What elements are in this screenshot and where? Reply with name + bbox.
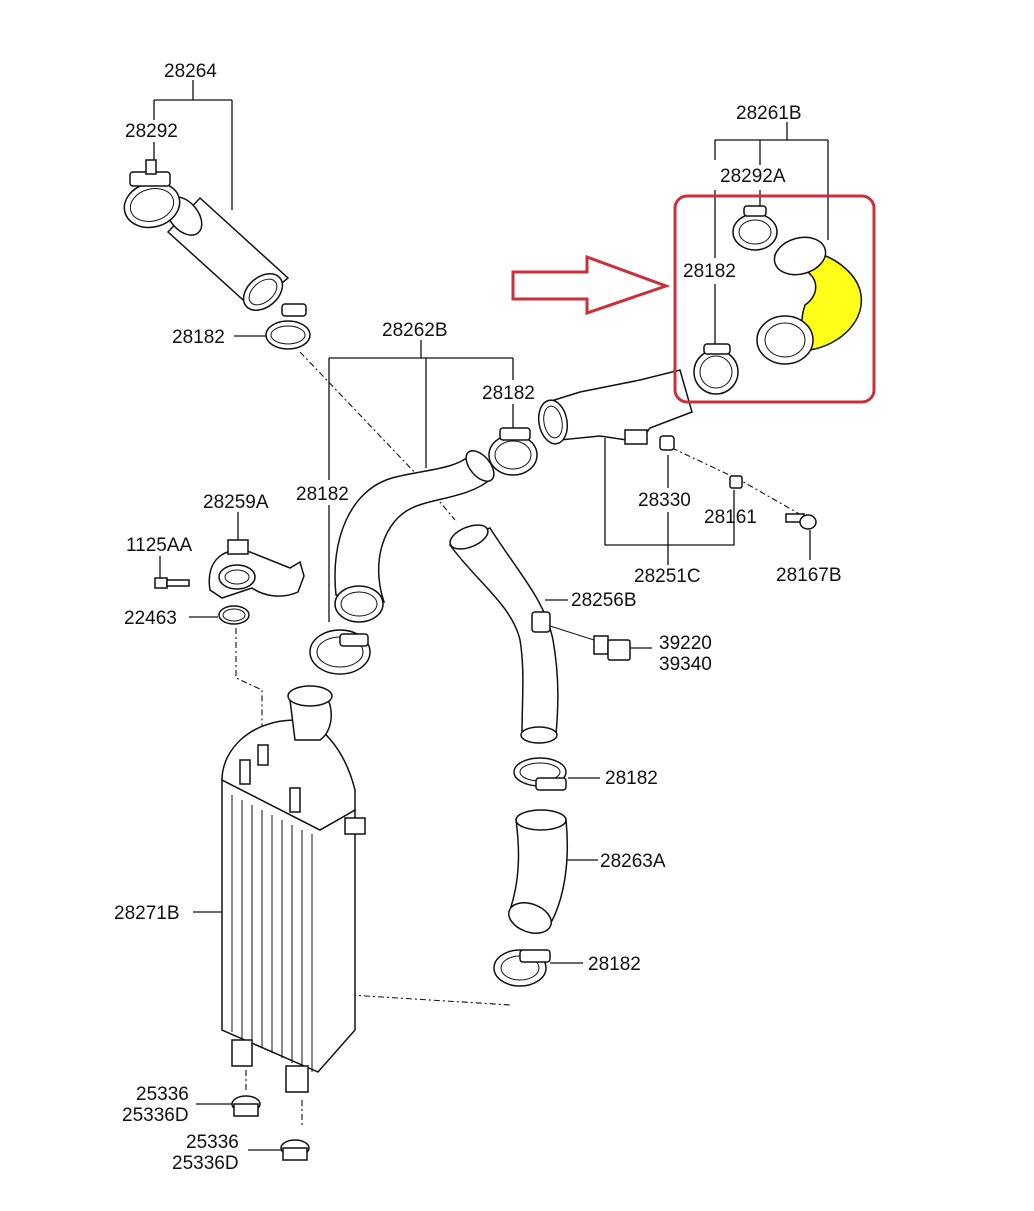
label-28262B: 28262B	[382, 320, 448, 341]
clamp-28182-mid-left	[309, 629, 371, 675]
label-28263A: 28263A	[600, 851, 666, 872]
label-25336-b: 25336	[186, 1132, 239, 1153]
pipe-28251C	[537, 369, 693, 445]
gasket-22463	[218, 605, 250, 625]
label-28182-f: 28182	[683, 261, 736, 282]
label-22463: 22463	[124, 608, 177, 629]
label-25336-a: 25336	[136, 1084, 189, 1105]
label-25336D-b: 25336D	[172, 1153, 239, 1174]
mount-25336-lower	[280, 1139, 310, 1161]
label-39220: 39220	[659, 633, 712, 654]
label-25336D-a: 25336D	[122, 1105, 189, 1126]
label-28161: 28161	[704, 507, 757, 528]
clamp-28182-bottom	[493, 949, 551, 987]
clamp-28292A	[732, 205, 778, 251]
nut-28330	[659, 435, 675, 451]
clamp-28182-mid	[488, 427, 538, 476]
label-28167B: 28167B	[776, 565, 842, 586]
label-28182-d: 28182	[605, 768, 658, 789]
clamp-28182-highlight	[693, 343, 739, 395]
clamp-28292	[123, 159, 181, 229]
label-28271B: 28271B	[114, 903, 180, 924]
part-labels: 28264 28292 28182 28262B 28182 28182 282…	[114, 61, 842, 1174]
leader-lines	[153, 80, 829, 1151]
label-28330: 28330	[638, 490, 691, 511]
label-28182-b: 28182	[482, 383, 535, 404]
label-28251C: 28251C	[634, 566, 701, 587]
bolt-28161	[729, 475, 743, 489]
label-1125AA: 1125AA	[126, 535, 193, 556]
hose-28262B	[334, 450, 495, 623]
mount-25336-upper	[231, 1095, 261, 1117]
label-28292: 28292	[125, 121, 178, 142]
label-28256B: 28256B	[571, 590, 637, 611]
label-28182-a: 28182	[172, 327, 225, 348]
intercooler-fins	[231, 795, 313, 1072]
label-28264: 28264	[164, 61, 217, 82]
hose-28263A	[508, 809, 569, 934]
hose-28261B	[756, 236, 863, 365]
highlight-box	[673, 194, 876, 404]
bolt-1125AA	[154, 577, 190, 589]
clamp-28182-top-left	[265, 303, 311, 350]
sensor-39220	[549, 625, 631, 661]
label-28261B: 28261B	[736, 103, 802, 124]
hose-28264	[165, 196, 290, 311]
bracket-28259A	[208, 539, 305, 599]
label-39340: 39340	[659, 654, 712, 675]
bolt-28167B	[785, 513, 817, 530]
intercooler-28271B	[221, 685, 366, 1093]
label-28292A: 28292A	[720, 166, 786, 187]
label-28259A: 28259A	[203, 492, 269, 513]
pointer-arrow	[511, 254, 671, 316]
label-28182-e: 28182	[588, 954, 641, 975]
label-28182-c: 28182	[296, 484, 349, 505]
pipe-28256B	[448, 524, 559, 744]
clamp-28182-lower	[513, 757, 567, 791]
